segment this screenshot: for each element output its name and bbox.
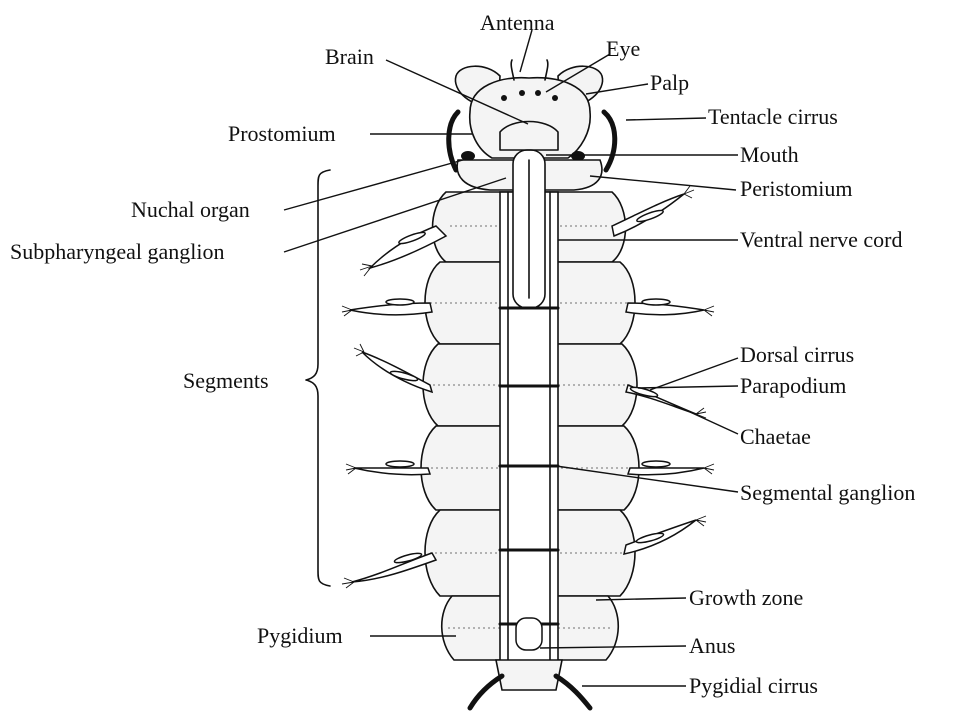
label-palp: Palp (650, 70, 689, 95)
prostomium-shape (470, 78, 590, 158)
label-anus: Anus (689, 633, 735, 658)
eye-right-2 (535, 90, 541, 96)
label-chaetae: Chaetae (740, 424, 811, 449)
label-segmental-ganglion: Segmental ganglion (740, 480, 915, 505)
tentacle-cirrus-right (604, 112, 615, 170)
label-parapodium: Parapodium (740, 373, 846, 398)
label-segments: Segments (183, 368, 269, 393)
label-prostomium: Prostomium (228, 121, 336, 146)
label-dorsal-cirrus: Dorsal cirrus (740, 342, 854, 367)
label-antenna: Antenna (480, 10, 555, 35)
label-pygidium: Pygidium (257, 623, 343, 648)
eye-left (501, 95, 507, 101)
label-ventral-nerve-cord: Ventral nerve cord (740, 227, 902, 252)
label-peristomium: Peristomium (740, 176, 852, 201)
label-tentacle-cirrus: Tentacle cirrus (708, 104, 838, 129)
eye-left-2 (519, 90, 525, 96)
eye-right (552, 95, 558, 101)
worm-illustration (342, 60, 714, 708)
label-eye: Eye (606, 36, 640, 61)
label-mouth: Mouth (740, 142, 799, 167)
label-subpharyngeal-ganglion: Subpharyngeal ganglion (10, 239, 224, 264)
label-growth-zone: Growth zone (689, 585, 803, 610)
label-brain: Brain (325, 44, 374, 69)
ventral-nerve-cord-shape (500, 122, 558, 663)
label-pygidial-cirrus: Pygidial cirrus (689, 673, 818, 698)
antenna-right (545, 60, 548, 80)
chaetae-right (684, 186, 714, 526)
segments-bracket (306, 170, 330, 586)
antenna-left (511, 60, 514, 80)
label-nuchal-organ: Nuchal organ (131, 197, 250, 222)
